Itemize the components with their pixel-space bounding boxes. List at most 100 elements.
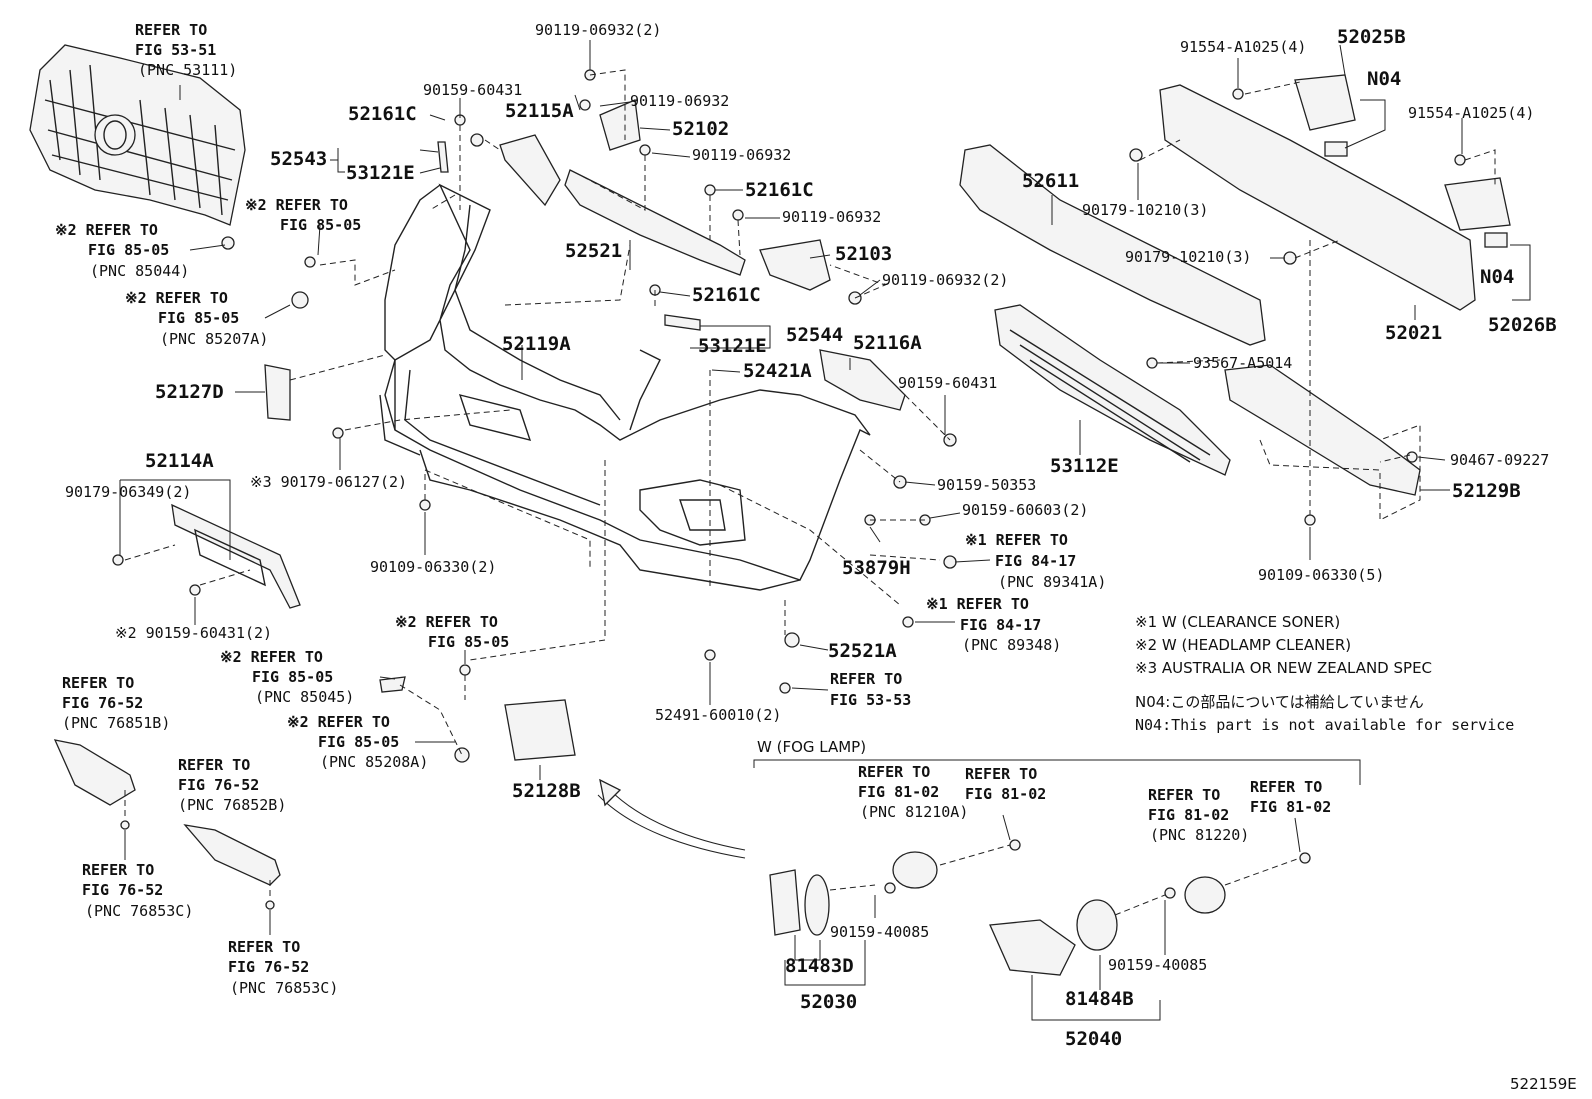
label-52491-60010: 52491-60010(2) [655, 706, 781, 724]
label-52026B: 52026B [1488, 314, 1557, 336]
fog-parts-drawing [504, 699, 1226, 976]
label-refer-81-02-b1: REFER TO [965, 765, 1037, 783]
label-refer-76-52-c2: FIG 76-52 [82, 881, 163, 899]
label-refer-85-05-c2: FIG 85-05 [158, 309, 239, 327]
label-90109-06330-5: 90109-06330(5) [1258, 566, 1384, 584]
label-90179-10210-b: 90179-10210(3) [1125, 248, 1251, 266]
label-refer-76-52-b2: FIG 76-52 [178, 776, 259, 794]
label-refer-81-02-d1: REFER TO [1250, 778, 1322, 796]
label-52114A: 52114A [145, 450, 214, 472]
label-53121E-b: 53121E [698, 335, 767, 357]
upper-brackets-drawing [264, 99, 906, 421]
label-90109-06330-2: 90109-06330(2) [370, 558, 496, 576]
label-refer-85-05-c3: (PNC 85207A) [160, 330, 268, 348]
label-52544: 52544 [786, 324, 843, 346]
grille-drawing [29, 44, 246, 226]
note-3: ※3 AUSTRALIA OR NEW ZEALAND SPEC [1135, 659, 1432, 677]
label-90119-06932-c: 90119-06932 [782, 208, 881, 226]
label-refer-76-52-a2: FIG 76-52 [62, 694, 143, 712]
label-53112E: 53112E [1050, 455, 1119, 477]
leader-lines [119, 40, 1531, 1021]
label-refer-53-51-b: FIG 53-51 [135, 41, 216, 59]
label-52025B: 52025B [1337, 26, 1406, 48]
note-n04-jp: N04:この部品については補給していません [1135, 693, 1424, 711]
label-52102: 52102 [672, 118, 729, 140]
label-53879H: 53879H [842, 557, 911, 579]
label-refer-85-05-f2: FIG 85-05 [318, 733, 399, 751]
label-refer-76-52-d2: FIG 76-52 [228, 958, 309, 976]
label-52128B: 52128B [512, 780, 581, 802]
label-refer-76-52-d1: REFER TO [228, 938, 300, 956]
label-refer-76-52-a1: REFER TO [62, 674, 134, 692]
label-52040: 52040 [1065, 1028, 1122, 1050]
label-52161C-a: 52161C [348, 103, 417, 125]
label-refer-84-17-a1: ※1 REFER TO [965, 531, 1068, 549]
label-refer-81-02-d2: FIG 81-02 [1250, 798, 1331, 816]
note-n04-en: N04:This part is not available for servi… [1135, 716, 1514, 734]
label-refer-53-53-1: REFER TO [830, 670, 902, 688]
note-1: ※1 W (CLEARANCE SONER) [1135, 613, 1340, 631]
label-52119A: 52119A [502, 333, 571, 355]
label-52030: 52030 [800, 991, 857, 1013]
label-90179-10210-a: 90179-10210(3) [1082, 201, 1208, 219]
label-90119-06932-2a: 90119-06932(2) [535, 21, 661, 39]
label-refer-85-05-b3: (PNC 85044) [90, 262, 189, 280]
label-refer-81-02-a2: FIG 81-02 [858, 783, 939, 801]
corner-covers-drawing [53, 739, 281, 910]
label-81483D: 81483D [785, 955, 854, 977]
label-refer-85-05-a1: ※2 REFER TO [245, 196, 348, 214]
fog-lamp-heading: W (FOG LAMP) [757, 738, 866, 756]
label-52115A: 52115A [505, 100, 574, 122]
label-52161C-c: 52161C [692, 284, 761, 306]
label-52116A: 52116A [853, 332, 922, 354]
fasteners-drawing [112, 69, 1466, 899]
label-refer-84-17-a3: (PNC 89341A) [998, 573, 1106, 591]
label-refer-53-51-a: REFER TO [135, 21, 207, 39]
label-52543: 52543 [270, 148, 327, 170]
label-refer-53-53-2: FIG 53-53 [830, 691, 911, 709]
label-90179-06127: ※3 90179-06127(2) [250, 473, 407, 491]
label-refer-81-02-c3: (PNC 81220) [1150, 826, 1249, 844]
label-90159-60431-mid: 90159-60431 [898, 374, 997, 392]
label-52021: 52021 [1385, 322, 1442, 344]
part-labels: REFER TO FIG 53-51 (PNC 53111) 90119-069… [55, 21, 1557, 997]
label-90179-06349: 90179-06349(2) [65, 483, 191, 501]
label-52161C-b: 52161C [745, 179, 814, 201]
label-refer-84-17-b1: ※1 REFER TO [926, 595, 1029, 613]
label-53121E-a: 53121E [346, 162, 415, 184]
label-91554-A1025-a: 91554-A1025(4) [1180, 38, 1306, 56]
label-refer-76-52-c1: REFER TO [82, 861, 154, 879]
note-2: ※2 W (HEADLAMP CLEANER) [1135, 636, 1351, 654]
label-refer-76-52-c3: (PNC 76853C) [85, 902, 193, 920]
label-refer-85-05-a2: FIG 85-05 [280, 216, 361, 234]
label-refer-76-52-b3: (PNC 76852B) [178, 796, 286, 814]
label-90119-06932-b: 90119-06932 [692, 146, 791, 164]
label-refer-76-52-b1: REFER TO [178, 756, 250, 774]
figure-id: 522159E [1510, 1075, 1577, 1093]
label-52103: 52103 [835, 243, 892, 265]
label-refer-85-05-e3: (PNC 85045) [255, 688, 354, 706]
label-refer-85-05-c1: ※2 REFER TO [125, 289, 228, 307]
label-52611: 52611 [1022, 170, 1079, 192]
label-refer-81-02-c1: REFER TO [1148, 786, 1220, 804]
label-refer-85-05-f1: ※2 REFER TO [287, 713, 390, 731]
dashed-lines [124, 69, 1496, 916]
label-refer-53-51-c: (PNC 53111) [138, 61, 237, 79]
label-90159-60431-2: ※2 90159-60431(2) [115, 624, 272, 642]
label-refer-81-02-b2: FIG 81-02 [965, 785, 1046, 803]
label-refer-84-17-b3: (PNC 89348) [962, 636, 1061, 654]
fog-lamp-section: W (FOG LAMP) REFER TO FIG 81-02 (PNC 812… [757, 738, 1331, 1050]
label-refer-81-02-c2: FIG 81-02 [1148, 806, 1229, 824]
label-refer-85-05-b1: ※2 REFER TO [55, 221, 158, 239]
label-refer-84-17-a2: FIG 84-17 [995, 552, 1076, 570]
label-90119-06932-a: 90119-06932 [630, 92, 729, 110]
reference-arrow [597, 778, 746, 859]
label-refer-85-05-b2: FIG 85-05 [88, 241, 169, 259]
label-52129B: 52129B [1452, 480, 1521, 502]
bumper-cover-drawing [379, 183, 871, 591]
label-refer-76-52-a3: (PNC 76851B) [62, 714, 170, 732]
label-refer-81-02-a3: (PNC 81210A) [860, 803, 968, 821]
label-refer-85-05-e2: FIG 85-05 [252, 668, 333, 686]
label-90467-09227: 90467-09227 [1450, 451, 1549, 469]
